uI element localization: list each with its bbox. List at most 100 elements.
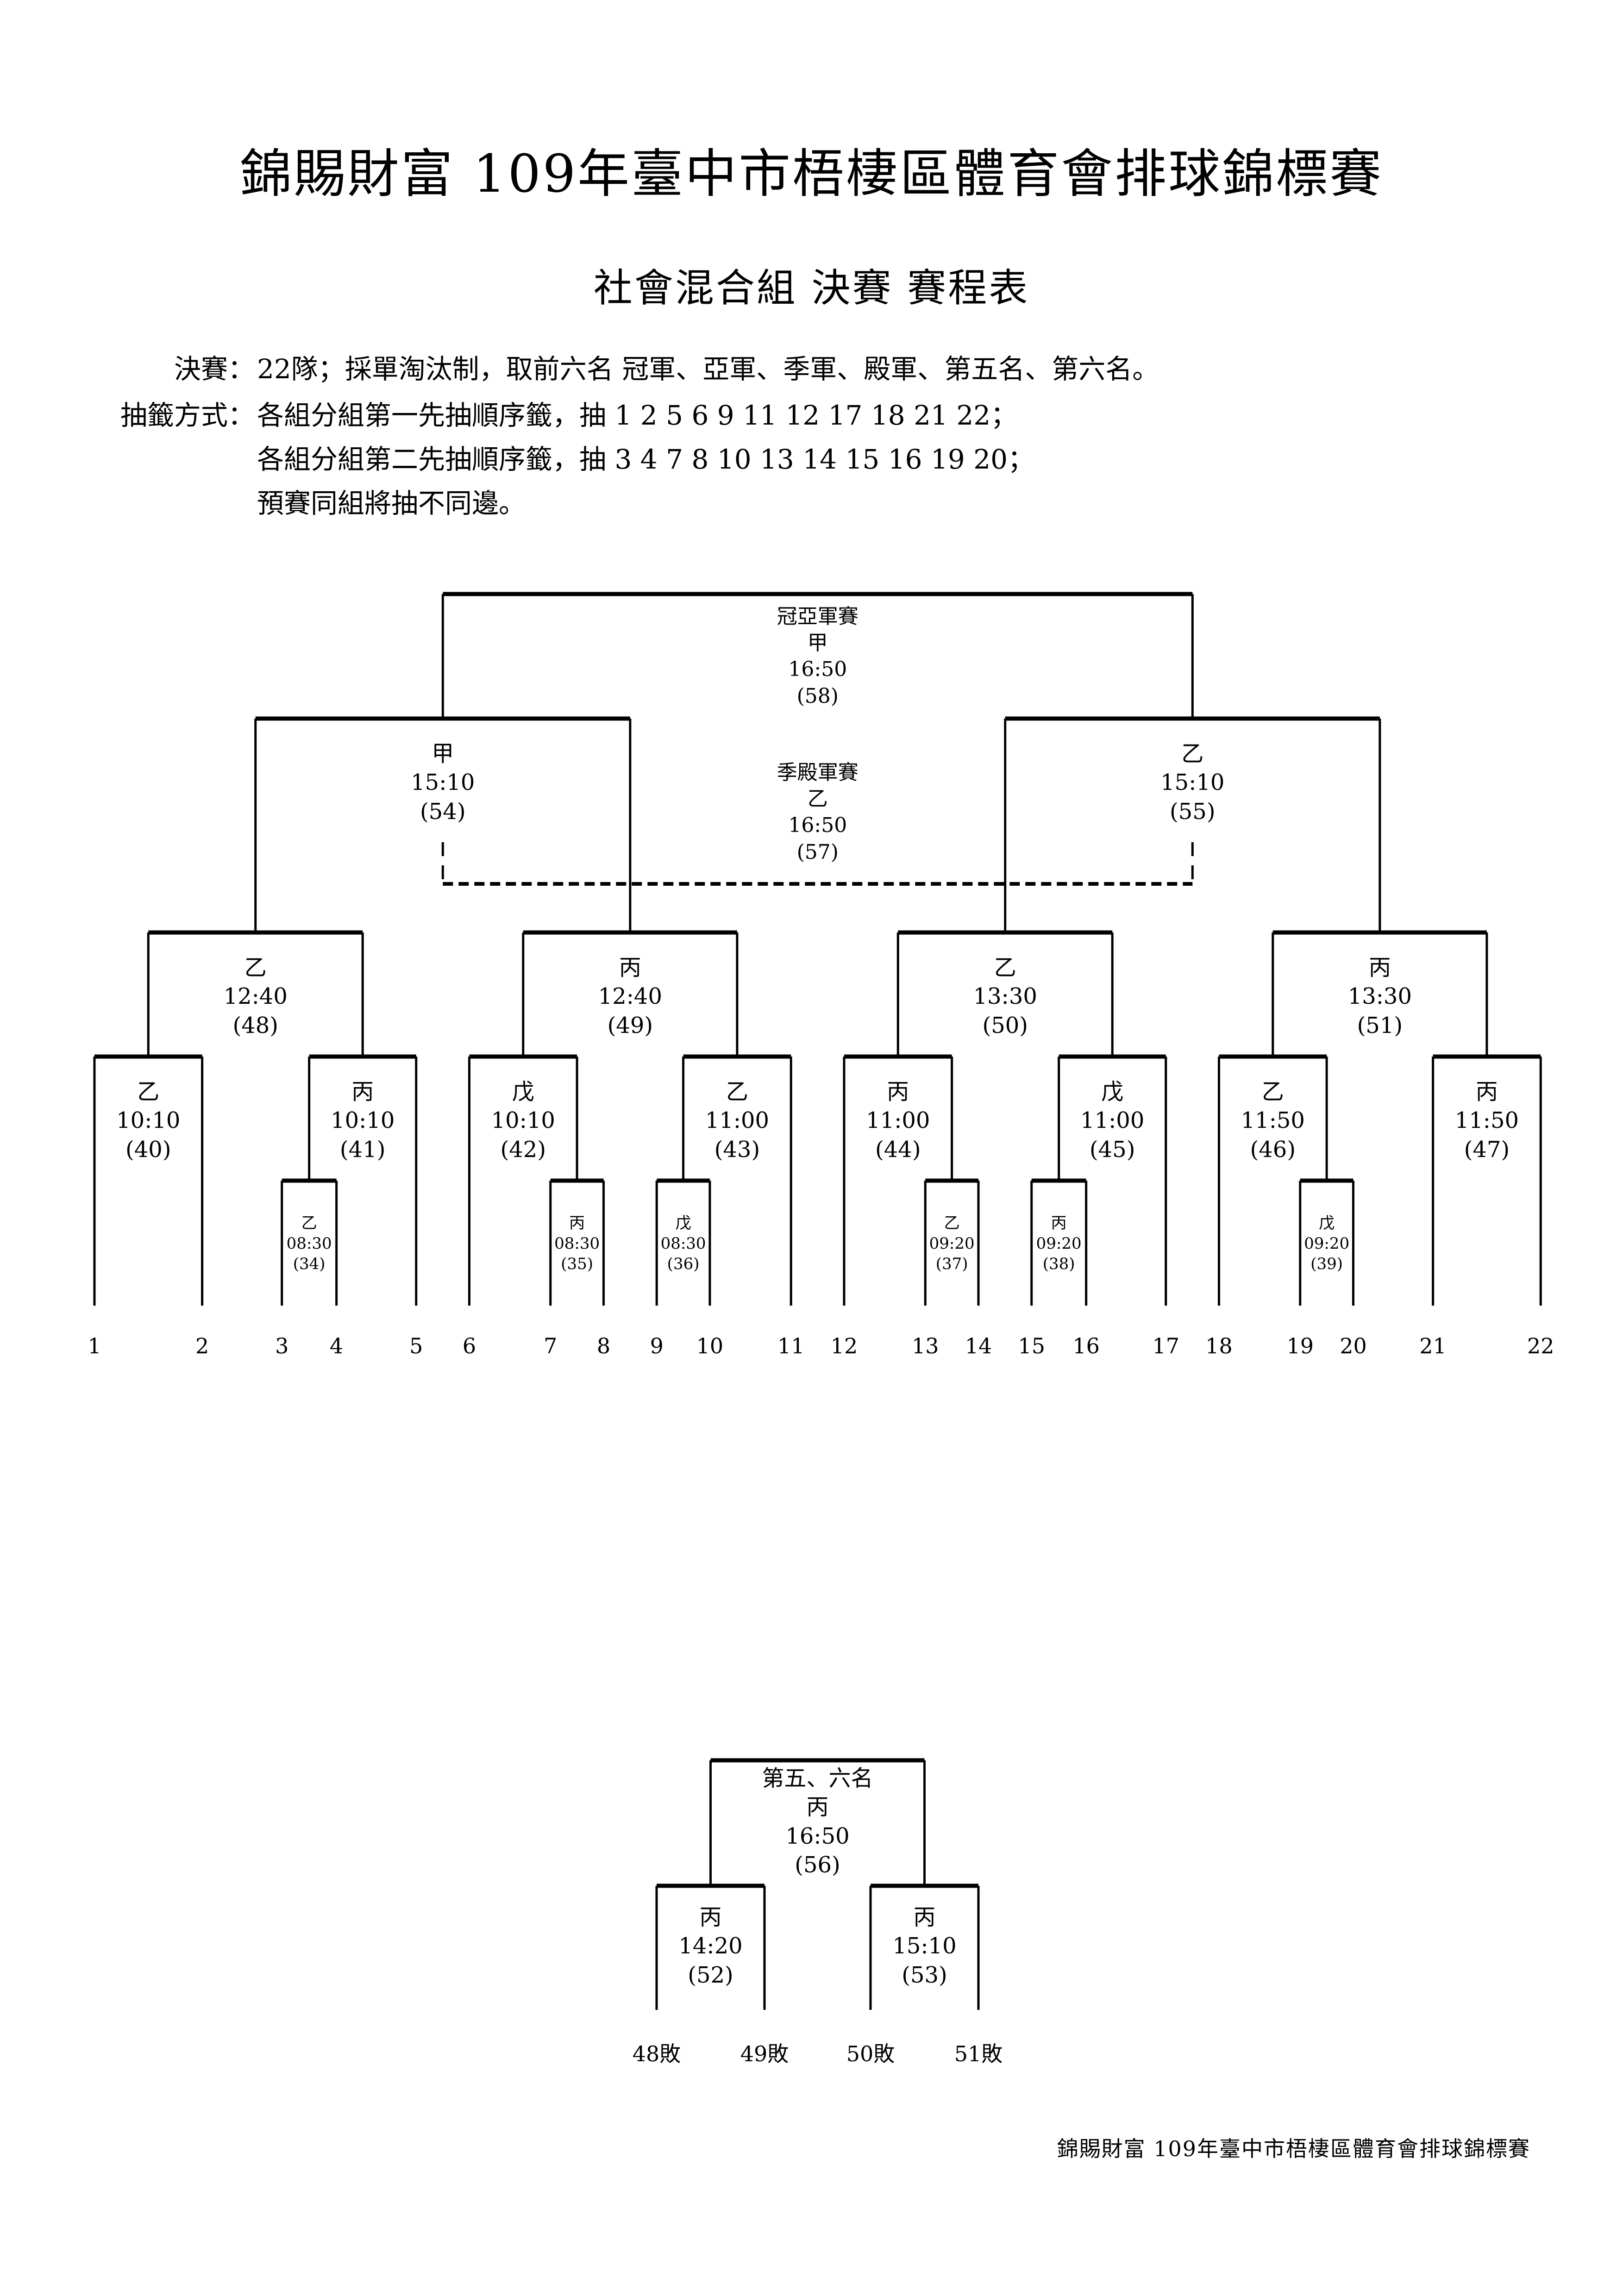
match-time: 11:50	[1454, 1107, 1519, 1134]
match-time: 15:10	[892, 1933, 957, 1959]
match-court: 丙	[913, 1904, 936, 1930]
team-slot-number: 4	[329, 1333, 344, 1358]
rule-text: 各組分組第二先抽順序籤，抽 3 4 7 8 10 13 14 15 16 19 …	[257, 444, 1035, 475]
match-label: (55)	[1170, 798, 1216, 825]
placement-entrant: 51敗	[954, 2041, 1003, 2066]
placement-entrant: 50敗	[846, 2041, 895, 2066]
match-court: 丙	[619, 955, 641, 981]
page-subtitle: 社會混合組 決賽 賽程表	[593, 265, 1030, 311]
match-court: 戊	[675, 1214, 691, 1232]
footer-text: 錦賜財富 109年臺中市梧棲區體育會排球錦標賽	[1057, 2136, 1530, 2161]
match-court: 乙	[137, 1079, 160, 1105]
match-37: 乙 09:20 (37)	[929, 1213, 975, 1275]
match-court: 戊	[512, 1079, 534, 1105]
match-label: (58)	[796, 684, 839, 708]
match-label: (48)	[232, 1012, 278, 1039]
match-court: 乙	[244, 955, 267, 981]
team-slot-number: 15	[1018, 1333, 1045, 1358]
match-court: 丙	[1475, 1079, 1498, 1105]
team-slot-number: 11	[777, 1333, 805, 1358]
team-slot-number: 16	[1072, 1333, 1100, 1358]
match-court: 乙	[994, 955, 1016, 981]
team-slot-number: 13	[911, 1333, 939, 1358]
match-court: 甲	[432, 741, 454, 767]
team-slot-number: 6	[462, 1333, 476, 1358]
match-court: 丙	[569, 1214, 585, 1232]
match-label: (49)	[607, 1012, 653, 1039]
match-label: (46)	[1250, 1136, 1296, 1163]
match-label: (39)	[1310, 1255, 1343, 1274]
match-label: (47)	[1464, 1136, 1510, 1163]
match-time: 09:20	[1036, 1234, 1082, 1253]
match-time: 10:10	[116, 1107, 181, 1134]
match-54: 甲 15:10(54)	[411, 739, 475, 826]
match-label: (54)	[420, 798, 466, 825]
match-label: (51)	[1357, 1012, 1403, 1039]
match-court: 乙	[1181, 741, 1204, 767]
rule-text: 22隊；採單淘汰制，取前六名 冠軍、亞軍、季軍、殿軍、第五名、第六名。	[257, 353, 1159, 385]
match-time: 16:50	[788, 813, 847, 838]
match-label: (45)	[1089, 1136, 1135, 1163]
match-time: 08:30	[660, 1234, 706, 1253]
match-label: (38)	[1042, 1255, 1075, 1274]
team-slot-number: 2	[195, 1333, 209, 1358]
match-court: 乙	[726, 1079, 748, 1105]
rule-text: 預賽同組將抽不同邊。	[257, 488, 526, 519]
placement-entrant: 48敗	[632, 2041, 681, 2066]
match-label: (36)	[667, 1255, 700, 1274]
match-time: 14:20	[678, 1933, 743, 1959]
team-slot-number: 9	[650, 1333, 664, 1358]
match-time: 08:30	[286, 1234, 332, 1253]
match-court: 丙	[351, 1079, 374, 1105]
match-court: 丙	[699, 1904, 722, 1930]
match-36: 戊 08:30 (36)	[661, 1213, 706, 1275]
match-court: 乙	[1261, 1079, 1284, 1105]
match-court: 甲	[807, 631, 828, 655]
team-slot-number: 5	[409, 1333, 423, 1358]
team-slot-number: 22	[1527, 1333, 1554, 1358]
match-time: 12:40	[598, 983, 663, 1010]
match-label: (41)	[339, 1136, 386, 1163]
match-label: (40)	[125, 1136, 171, 1163]
match-time: 11:00	[705, 1107, 770, 1134]
rule-label: 抽籤方式：	[120, 400, 255, 431]
match-court: 戊	[1319, 1214, 1335, 1232]
match-time: 12:40	[223, 983, 288, 1010]
match-time: 11:50	[1241, 1107, 1305, 1134]
placement-entrant: 49敗	[740, 2041, 789, 2066]
match-court: 丙	[1368, 955, 1391, 981]
page-title: 錦賜財富 109年臺中市梧棲區體育會排球錦標賽	[239, 144, 1384, 204]
team-slot-number: 12	[830, 1333, 858, 1358]
match-time: 11:00	[866, 1107, 930, 1134]
match-time: 15:10	[1160, 770, 1225, 796]
match-time: 10:10	[491, 1107, 555, 1134]
match-label: (56)	[795, 1852, 840, 1878]
team-slot-number: 7	[544, 1333, 558, 1358]
match-time: 09:20	[929, 1234, 975, 1253]
team-slot-number: 18	[1205, 1333, 1233, 1358]
match-time: 13:30	[973, 983, 1037, 1010]
match-title: 第五、六名	[762, 1765, 873, 1791]
match-time: 16:50	[788, 657, 847, 682]
match-title: 冠亞軍賽	[777, 605, 858, 628]
match-label: (57)	[796, 840, 839, 864]
match-time: 15:10	[411, 770, 475, 796]
match-court: 乙	[944, 1214, 960, 1232]
match-label: (42)	[500, 1136, 546, 1163]
match-55: 乙 15:10(55)	[1160, 739, 1224, 826]
match-label: (37)	[935, 1255, 968, 1274]
